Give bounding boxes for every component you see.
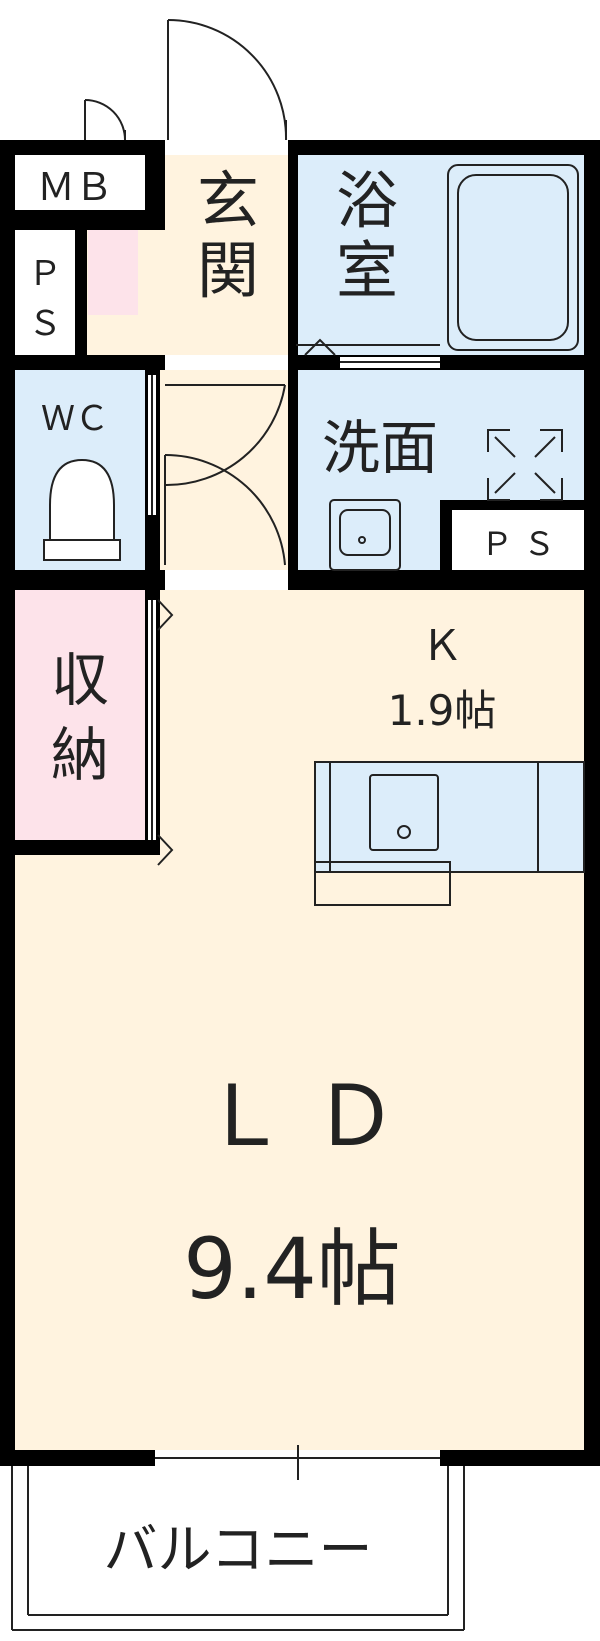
- wall-bottom-right: [440, 1450, 600, 1466]
- storage-door-mark-1: [157, 599, 174, 631]
- storage-door-mark-2: [157, 834, 174, 866]
- ps-top-label-1: Ｐ: [28, 254, 62, 294]
- toilet-icon: [43, 458, 121, 561]
- ps-top-box: [15, 230, 75, 355]
- wall-row1-bottom-left: [0, 355, 165, 370]
- walls: [0, 140, 600, 1466]
- ps-top-label-2: Ｓ: [28, 304, 62, 344]
- sink-icon: [369, 774, 439, 851]
- bath-label-2: 室: [336, 234, 398, 307]
- washbasin-icon: [329, 499, 401, 571]
- wc-label: ＷＣ: [41, 399, 109, 439]
- balcony-label: バルコニー: [104, 1518, 373, 1581]
- washroom-label: 洗面: [322, 414, 438, 482]
- fixtures: [43, 164, 585, 906]
- door-window-lines: [84, 19, 440, 1480]
- hall-door-arc: [164, 453, 286, 566]
- wall-ps-side: [75, 210, 87, 355]
- wall-storage-bottom: [0, 840, 160, 855]
- storage-floor: [15, 590, 155, 840]
- mb-door-arc: [84, 99, 126, 141]
- wall-ps-right-top: [440, 500, 600, 510]
- bath-step-mark: [304, 338, 336, 356]
- bathtub-icon: [447, 164, 579, 351]
- wall-ps-right: [440, 500, 452, 580]
- wall-bath-wash: [296, 355, 336, 370]
- mb-label: ＭＢ: [37, 165, 113, 209]
- wall-top-right: [288, 140, 600, 155]
- storage-label-1: 収: [51, 646, 109, 714]
- hall-top-door-arc: [164, 384, 286, 487]
- genkan-label-1: 玄: [197, 164, 259, 237]
- bath-label-1: 浴: [336, 164, 398, 237]
- wall-left: [0, 140, 15, 1465]
- kitchen-size: 1.9帖: [388, 686, 497, 735]
- kitchen-label: Ｋ: [421, 621, 463, 670]
- bath-floor: [296, 155, 584, 355]
- room-labels: ＭＢ Ｐ Ｓ 玄 関 浴 室 ＷＣ 洗面 Ｐ Ｓ 収 納 Ｋ 1.9帖 Ｌ Ｄ …: [28, 164, 555, 1581]
- genkan-step-area: [88, 225, 138, 315]
- balcony: [11, 1466, 465, 1631]
- wall-mb-side: [145, 140, 165, 230]
- living-label: Ｌ Ｄ: [203, 1067, 398, 1165]
- wall-right: [584, 140, 600, 1465]
- hall-bottom-opening: [165, 570, 288, 590]
- wall-top-left: [0, 140, 165, 155]
- ps-right-label: Ｐ Ｓ: [481, 525, 555, 563]
- genkan-label-2: 関: [197, 234, 259, 307]
- washer-space-icon: [487, 429, 563, 501]
- entrance-door-arc: [167, 19, 288, 141]
- storage-label-2: 納: [51, 721, 109, 789]
- living-size: 9.4帖: [183, 1220, 401, 1318]
- wall-bottom-left: [0, 1450, 155, 1466]
- ld-floor: [15, 840, 584, 1450]
- ps-right-box: [452, 510, 584, 572]
- mb-box: [15, 155, 150, 210]
- wall-row2-bottom: [0, 570, 600, 590]
- hall-opening: [165, 355, 288, 370]
- kitchen-counter: [314, 761, 585, 906]
